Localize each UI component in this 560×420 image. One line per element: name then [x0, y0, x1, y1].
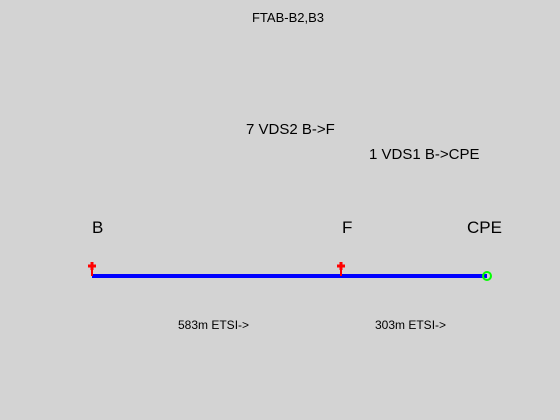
- node-label-cpe: CPE: [467, 218, 502, 237]
- segment-label-1: 583m ETSI->: [178, 318, 250, 332]
- segment-label-2: 303m ETSI->: [375, 318, 447, 332]
- node-marker-b: [88, 262, 96, 276]
- link-label-vds1: 1 VDS1 B->CPE: [369, 146, 480, 163]
- node-marker-cpe: [482, 271, 492, 281]
- diagram-title: FTAB-B2,B3: [251, 10, 324, 25]
- link-label-vds2: 7 VDS2 B->F: [246, 121, 335, 138]
- node-label-f: F: [342, 218, 353, 237]
- node-marker-f: [337, 262, 345, 276]
- node-label-b: B: [92, 218, 104, 237]
